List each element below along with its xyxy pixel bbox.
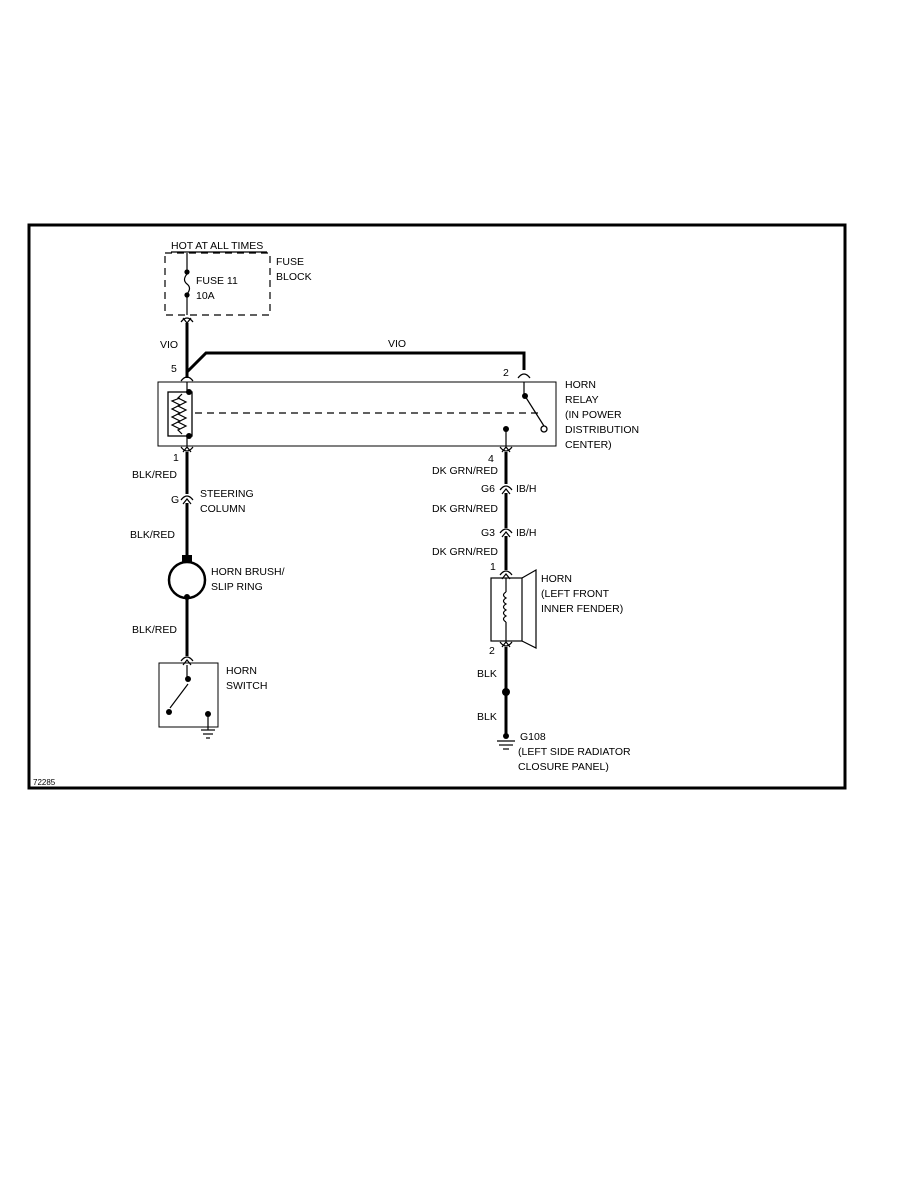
horn-relay: 5 2 1 4 <box>157 363 639 465</box>
fuse-block-outline <box>164 252 271 316</box>
fuse-block: HOT AT ALL TIMES FUSE BLOCK FUSE 11 10A <box>164 240 312 324</box>
wire-label-blk-1: BLK <box>477 668 497 680</box>
ground-g108-icon <box>497 740 515 750</box>
horn-switch-open-terminal <box>166 709 172 715</box>
ground-label-1: (LEFT SIDE RADIATOR <box>518 746 631 758</box>
wire-label-blk-2: BLK <box>477 711 497 723</box>
relay-pin-5-connector-icon <box>180 376 194 382</box>
wire-vio-relay-jumper <box>185 351 526 374</box>
relay-pin-4-connector-icon <box>499 446 513 453</box>
horn-label-3: INNER FENDER) <box>541 603 623 615</box>
steering-column-label-2: COLUMN <box>200 503 246 515</box>
connector-g6-id: G6 <box>481 483 495 495</box>
steering-column-connector: G STEERING COLUMN <box>171 488 254 515</box>
relay-coil-icon <box>167 391 193 437</box>
fuse-block-label-1: FUSE <box>276 256 304 268</box>
steering-column-connector-id: G <box>171 494 179 506</box>
horn-bell-icon <box>521 568 537 649</box>
ground-label-2: CLOSURE PANEL) <box>518 761 609 773</box>
horn-label-2: (LEFT FRONT <box>541 588 610 600</box>
connector-g6: G6 IB/H <box>481 483 536 495</box>
relay-box <box>157 381 557 447</box>
horn-switch-ground-icon <box>201 729 215 739</box>
fuse-output-connector-icon <box>180 317 194 324</box>
horn-brush-label-2: SLIP RING <box>211 581 263 593</box>
relay-pin-1-label: 1 <box>173 452 179 464</box>
wire-label-vio-top: VIO <box>388 338 406 350</box>
wire-label-dk-grn-red-3: DK GRN/RED <box>432 546 498 558</box>
wire-label-blk-red-2: BLK/RED <box>130 529 175 541</box>
horn-assembly: 1 2 HORN (LEFT FRONT INNER FENDER) <box>489 561 623 657</box>
fuse-name-label: FUSE 11 <box>196 275 238 287</box>
horn-switch: HORN SWITCH <box>158 656 267 739</box>
horn-pin-2-label: 2 <box>489 645 495 657</box>
horn-label-1: HORN <box>541 573 572 585</box>
horn-switch-arm <box>169 683 189 709</box>
horn-brush-icon <box>182 555 192 564</box>
wire-label-blk-red-3: BLK/RED <box>132 624 177 636</box>
slip-ring-icon <box>167 560 207 600</box>
hot-at-all-times-label: HOT AT ALL TIMES <box>171 240 263 252</box>
relay-pin-4-label: 4 <box>488 453 494 465</box>
relay-contact-arm <box>524 395 545 427</box>
connector-g3-id: G3 <box>481 527 495 539</box>
horn-switch-label-2: SWITCH <box>226 680 267 692</box>
fuse-block-label-2: BLOCK <box>276 271 312 283</box>
relay-pin-2-connector-icon <box>517 373 531 379</box>
relay-label-line-3: (IN POWER <box>565 409 622 421</box>
ground-id-label: G108 <box>520 731 546 743</box>
connector-g3-suffix: IB/H <box>516 527 536 539</box>
horn-brush-label-1: HORN BRUSH/ <box>211 566 285 578</box>
relay-pin-1-connector-icon <box>180 446 194 453</box>
connector-g6-suffix: IB/H <box>516 483 536 495</box>
relay-pin-2-label: 2 <box>503 367 509 379</box>
ground-g108: G108 (LEFT SIDE RADIATOR CLOSURE PANEL) <box>497 731 631 773</box>
diagram-frame <box>27 223 847 790</box>
horn-brush-slip-ring: HORN BRUSH/ SLIP RING <box>167 555 285 600</box>
fuse-rating-label: 10A <box>196 290 215 302</box>
wire-label-dk-grn-red-2: DK GRN/RED <box>432 503 498 515</box>
horn-pin-1-label: 1 <box>490 561 496 573</box>
wire-label-vio-left: VIO <box>160 339 178 351</box>
figure-id-label: 72285 <box>33 778 56 787</box>
fuse-11-icon <box>183 253 191 315</box>
steering-column-label-1: STEERING <box>200 488 254 500</box>
wire-label-blk-red-1: BLK/RED <box>132 469 177 481</box>
relay-contact-open-terminal <box>540 425 548 433</box>
relay-label-line-5: CENTER) <box>565 439 612 451</box>
relay-label-line-4: DISTRIBUTION <box>565 424 639 436</box>
relay-label-line-2: RELAY <box>565 394 599 406</box>
relay-pin-5-label: 5 <box>171 363 177 375</box>
horn-coil-icon <box>502 591 508 623</box>
horn-switch-box <box>158 662 219 728</box>
connector-g3: G3 IB/H <box>481 527 536 539</box>
wire-label-dk-grn-red-1: DK GRN/RED <box>432 465 498 477</box>
relay-label-line-1: HORN <box>565 379 596 391</box>
horn-switch-label-1: HORN <box>226 665 257 677</box>
